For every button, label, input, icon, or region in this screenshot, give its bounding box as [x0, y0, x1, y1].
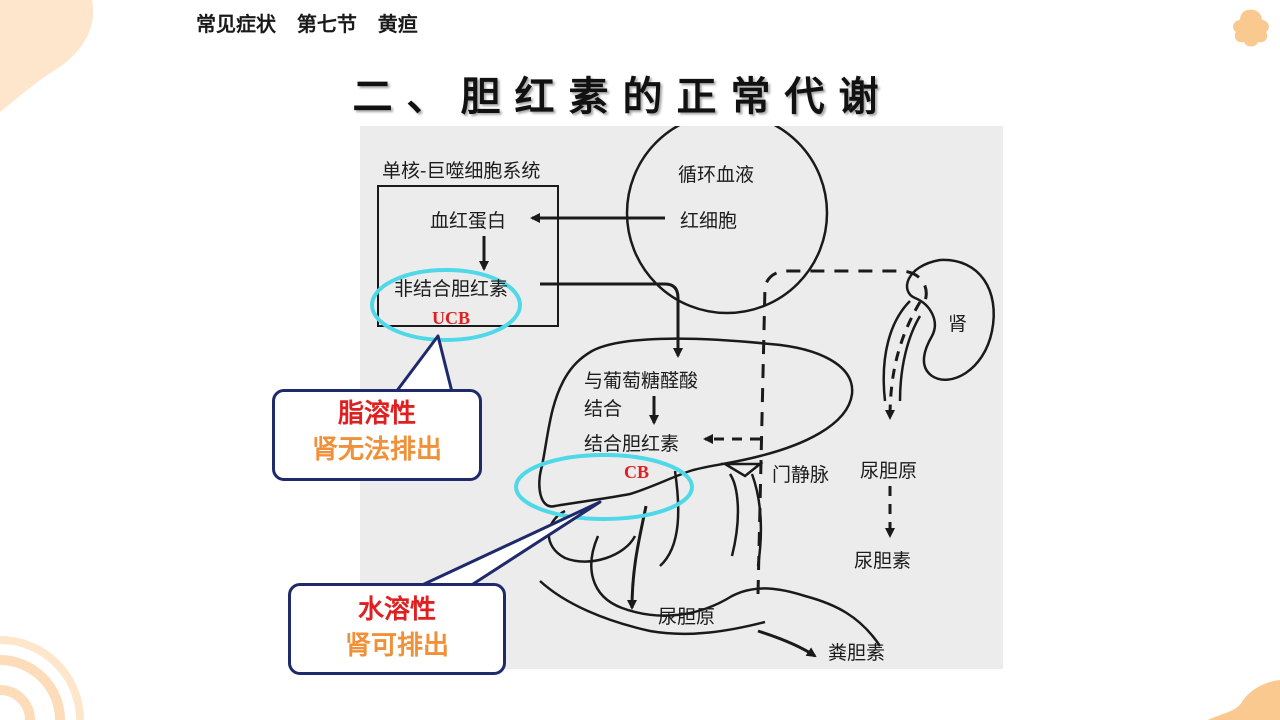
ucb-callout-line1: 脂溶性: [337, 399, 416, 429]
phagocyte-system-box: [377, 185, 559, 327]
label-unconjugated-bilirubin: 非结合胆红素: [394, 278, 509, 300]
arrow-ucb-to-liver: [540, 282, 683, 358]
portal-vein-dashed: [756, 269, 928, 595]
cb-callout: 水溶性 肾可排出: [288, 583, 506, 675]
label-phagocyte-system: 单核-巨噬细胞系统: [382, 160, 541, 182]
ucb-callout-line2: 肾无法排出: [311, 435, 442, 465]
cb-callout-pointer: [418, 500, 602, 588]
ucb-callout: 脂溶性 肾无法排出: [272, 389, 482, 481]
ucb-highlight-ellipse: [370, 268, 522, 342]
diagram-lines: [370, 126, 995, 658]
breadcrumb-header: 常见症状 第七节 黄疸: [196, 12, 418, 36]
label-glucuronide-line2: 结合: [584, 398, 623, 420]
slide-title: 二、胆红素的正常代谢: [352, 74, 893, 120]
kidney-outline: [905, 258, 995, 381]
label-kidney: 肾: [948, 313, 968, 335]
arrow-to-stercobilin: [757, 629, 817, 658]
cb-highlight-ellipse: [514, 453, 694, 521]
circulation-circle: [625, 126, 829, 315]
cb-callout-line2: 肾可排出: [344, 631, 449, 661]
label-urobilinogen-intestine: 尿胆原: [658, 606, 716, 628]
decor-bottom-left-arcs: [0, 655, 65, 720]
liver-outline: [538, 337, 854, 508]
decor-flower-icon: [1233, 9, 1269, 47]
label-glucuronide-line1: 与葡萄糖醛酸: [584, 370, 699, 392]
label-hemoglobin: 血红蛋白: [430, 210, 507, 232]
label-urobilin: 尿胆素: [854, 550, 912, 572]
ucb-callout-pointer: [394, 334, 454, 394]
label-circulating-blood: 循环血液: [678, 164, 755, 186]
arrow-kidney-to-urobilinogen: [885, 301, 922, 420]
label-cb: CB: [624, 462, 650, 482]
cb-callout-line1: 水溶性: [357, 595, 436, 625]
label-ucb: UCB: [432, 308, 471, 328]
label-stercobilin: 粪胆素: [828, 642, 886, 664]
label-portal-vein: 门静脉: [772, 464, 830, 486]
decor-top-left-blob: [0, 0, 94, 112]
label-red-blood-cell: 红细胞: [680, 210, 738, 232]
decor-bottom-right-blob: [1208, 680, 1280, 720]
label-urobilinogen-kidney: 尿胆原: [860, 460, 918, 482]
label-conjugated-bilirubin: 结合胆红素: [584, 433, 680, 455]
